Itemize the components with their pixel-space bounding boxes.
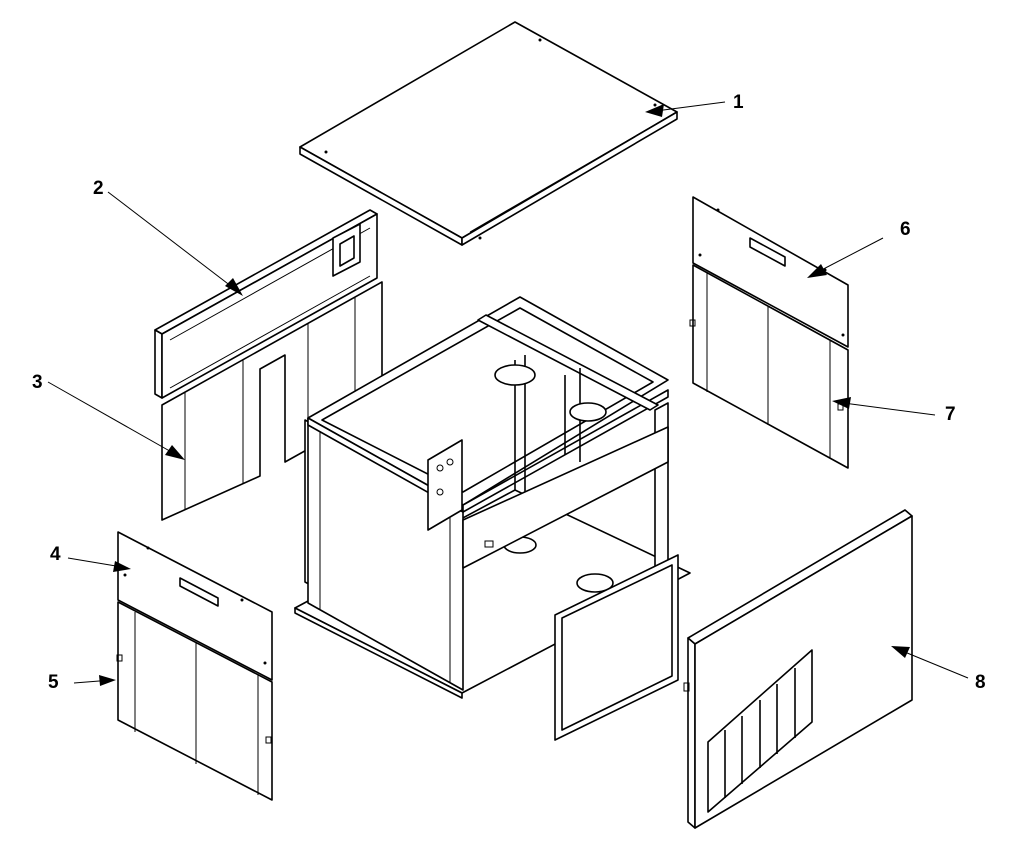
callout-8: 8 (975, 672, 986, 693)
lower-left-grille (116, 601, 273, 801)
right-upper-panel (692, 196, 849, 348)
callout-3: 3 (32, 372, 43, 393)
air-filter (554, 554, 679, 741)
callout-7: 7 (945, 404, 956, 425)
right-side-panel (683, 509, 913, 829)
lower-left-panel (117, 531, 273, 681)
top-panel (299, 21, 678, 246)
callout-leaders (47, 101, 969, 686)
callout-1: 1 (733, 92, 744, 113)
callout-labels: 1 2 3 4 5 6 7 8 (32, 92, 986, 693)
callout-6: 6 (900, 219, 911, 240)
cabinet-frame (294, 296, 691, 699)
callout-5: 5 (48, 672, 59, 693)
upper-left-panel (154, 209, 378, 399)
right-louver-grille (689, 264, 849, 469)
callout-2: 2 (93, 178, 104, 199)
callout-4: 4 (50, 544, 61, 565)
